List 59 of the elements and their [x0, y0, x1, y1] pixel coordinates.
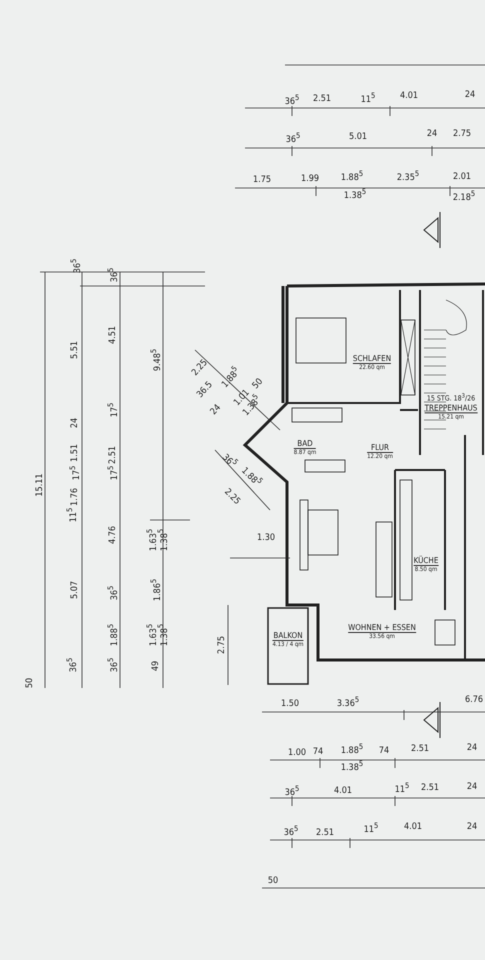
dimension-label: 24 — [466, 782, 478, 792]
dimension-label: 24 — [208, 402, 224, 418]
dimension-label: 2.51 — [420, 783, 440, 793]
dimension-label: 36$^{5}$ — [284, 784, 300, 798]
room-name: TREPPENHAUS — [424, 404, 478, 414]
dimension-label: 24 — [426, 129, 438, 139]
dimension-label: 24 — [466, 822, 478, 832]
dimension-label: 2.75 — [452, 129, 472, 139]
dimension-label: 2.51 — [108, 446, 118, 464]
dimension-label: 24 — [70, 418, 80, 428]
dimension-label: 4.01 — [334, 786, 352, 796]
dimension-label: 2.75 — [217, 636, 227, 654]
dimension-label: 1.30 — [256, 533, 276, 543]
room-name: BALKON — [272, 631, 304, 641]
dimension-label: 1.38$^{5}$ — [340, 759, 364, 773]
dimension-label: 2.51 — [316, 828, 334, 838]
room-name: SCHLAFEN — [352, 354, 392, 364]
dimension-label: 4.76 — [108, 526, 118, 544]
dimension-label: 36$^{5}$ — [284, 824, 298, 838]
dimension-label: 1.88$^{5}$ — [340, 169, 364, 183]
dimension-label: 1.00 — [288, 748, 306, 758]
dimension-label: 74 — [312, 747, 324, 757]
dimension-label: 5.01 — [348, 132, 368, 142]
dimension-label: 2.51 — [410, 744, 430, 754]
dimension-label: 4.01 — [400, 91, 418, 101]
dimension-label: 1.50 — [280, 699, 300, 709]
dimension-label: 74 — [378, 746, 390, 756]
dimension-label: 24 — [466, 743, 478, 753]
dimension-label: 1.88$^{5}$ — [340, 742, 364, 756]
dimension-label: 36$^{5}$ — [284, 93, 300, 107]
dimension-label: 4.51 — [108, 326, 118, 344]
dimension-label: 50 — [25, 678, 35, 688]
dimension-label: 2.51 — [312, 94, 332, 104]
dimension-label: 4.01 — [404, 822, 422, 832]
dimension-label: 6.76 — [464, 695, 484, 705]
dimension-label: 11$^{5}$ — [364, 821, 378, 835]
dimension-label: 3.36$^{5}$ — [336, 695, 360, 709]
dimension-label: 50 — [250, 376, 266, 392]
dimension-label: 5.07 — [70, 580, 80, 600]
dimension-label: 1.75 — [252, 175, 272, 185]
dimension-label: 36$^{5}$ — [286, 131, 300, 145]
dimension-label: 5.51 — [70, 340, 80, 360]
dimension-label: 2.01 — [452, 172, 472, 182]
dimension-label: 11$^{5}$ — [360, 91, 376, 105]
dimension-label: 1.38$^{5}$ — [344, 187, 366, 201]
room-name: BAD — [294, 439, 316, 449]
dimension-label: 1.99 — [300, 174, 320, 184]
dimension-label: 1.76 — [70, 488, 80, 506]
room-name: FLUR — [367, 443, 393, 453]
dimension-label: 11$^{5}$ — [394, 781, 410, 795]
dimension-label: 15.11 — [35, 473, 45, 497]
room-name: KÜCHE — [414, 556, 438, 566]
dimension-label: 24 — [464, 90, 476, 100]
dimension-label: 1.51 — [70, 444, 80, 462]
dimension-label: 50 — [268, 876, 278, 886]
dimension-label: 49 — [151, 660, 161, 672]
dimension-label: 2.18$^{5}$ — [452, 189, 476, 203]
dimension-label: 2.35$^{5}$ — [396, 169, 420, 183]
room-name: WOHNEN + ESSEN — [348, 623, 416, 633]
